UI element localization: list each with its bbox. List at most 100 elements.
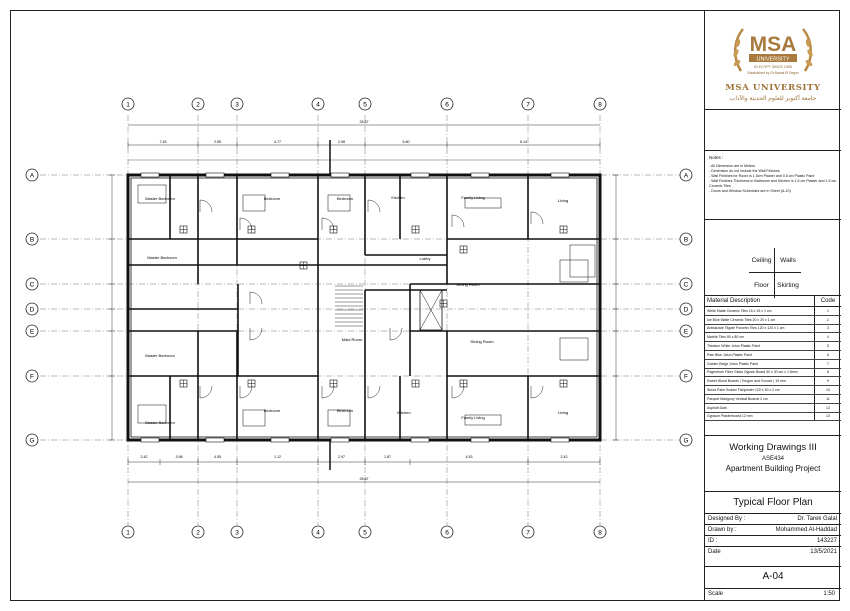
note-line: - Wall Finishes Thickness in Bathroom an… — [709, 179, 837, 188]
material-row: Sweet Wood Boards | Tongue and Groove | … — [705, 376, 841, 387]
bed — [242, 194, 266, 212]
grid-bubble-row — [679, 324, 693, 338]
door-swing — [367, 199, 381, 213]
window — [140, 437, 160, 443]
grid-label-column: 2 — [196, 529, 200, 536]
grid-label-column: 1 — [126, 529, 130, 536]
svg-text:MSA: MSA — [750, 33, 797, 56]
material-code: 8 — [814, 368, 841, 378]
furniture — [569, 244, 596, 278]
window — [550, 437, 570, 443]
window — [205, 437, 225, 443]
window — [550, 172, 570, 178]
finish-tag-icon — [299, 261, 308, 270]
finish-tag-icon — [179, 379, 188, 388]
grid-bubble-column — [521, 97, 535, 111]
grid-bubble-row — [679, 232, 693, 246]
grid-bubble-row — [25, 232, 39, 246]
room-label: Family Living — [461, 195, 484, 200]
grid-bubble-column — [230, 525, 244, 539]
dimension-text: 6.80 — [403, 140, 410, 144]
dimension-text: 1.12 — [274, 455, 281, 459]
grid-label-column: 3 — [235, 529, 239, 536]
grid-label-row: C — [30, 281, 35, 288]
material-description: Parquet Mahgony Vertical Boards 2 cm — [705, 394, 815, 404]
grid-label-column: 1 — [126, 101, 130, 108]
door-swing — [199, 385, 213, 399]
room-label: Living — [558, 198, 568, 203]
grid-bubble-column — [521, 525, 535, 539]
grid-label-row: D — [684, 306, 689, 313]
window — [140, 172, 160, 178]
material-code: 10 — [814, 385, 841, 395]
grid-label-row: A — [30, 172, 35, 179]
exterior-wall-inner-face — [130, 177, 598, 438]
drawn-by-label: Drawn by : — [708, 527, 737, 533]
finish-tag-icon — [411, 379, 420, 388]
material-table: Material Description Code White Matte Ce… — [705, 295, 841, 422]
grid-bubble-column — [593, 525, 607, 539]
bed — [137, 404, 167, 424]
door-swing — [321, 217, 335, 231]
dimension-text-overall: 28.87 — [360, 120, 369, 124]
grid-bubble-column — [593, 97, 607, 111]
legend-ceiling: Ceiling — [749, 248, 775, 273]
sheet-number-block: A-04 — [705, 567, 841, 589]
grid-label-column: 8 — [598, 101, 602, 108]
bed — [327, 194, 351, 212]
grid-label-column: 6 — [445, 101, 449, 108]
finish-tag-icon — [559, 379, 568, 388]
date-row: Date 13/5/2021 — [705, 547, 841, 567]
grid-label-row: F — [30, 373, 34, 380]
grid-bubble-row — [25, 324, 39, 338]
door-swing — [389, 327, 403, 341]
id-value: 143227 — [816, 538, 837, 544]
grid-bubble-row — [25, 277, 39, 291]
door-swing — [239, 217, 253, 231]
room-label: Family Living — [461, 415, 484, 420]
legend-walls: Walls — [775, 248, 801, 273]
room-label: Bedroom — [337, 196, 354, 201]
dimension-text: 4.55 — [214, 455, 221, 459]
dimension-text: 7.45 — [160, 140, 167, 144]
grid-bubble-column — [358, 525, 372, 539]
designed-by-value: Dr. Tarek Galal — [797, 516, 837, 522]
door-swing — [239, 385, 253, 399]
svg-text:IN EGYPT SINCE 1996: IN EGYPT SINCE 1996 — [754, 65, 792, 69]
room-label: Bedroom — [264, 408, 281, 413]
dimension-text: 3.98 — [176, 455, 183, 459]
material-row: White Matte Ceramic Tiles 15 x 15 x 1 cm… — [705, 306, 841, 316]
grid-bubble-column — [311, 97, 325, 111]
scale-label: Scale — [708, 591, 724, 597]
designed-by-row: Designed By : Dr. Tarek Galal — [705, 514, 841, 525]
grid-bubble-column — [230, 97, 244, 111]
finish-tag-icon — [329, 225, 338, 234]
grid-bubble-row — [679, 168, 693, 182]
university-name-arabic: جامعة أكتوبر للعلوم الحديثة والآداب — [729, 96, 817, 102]
material-table-block: Material Description Code White Matte Ce… — [705, 295, 841, 422]
grid-label-column: 4 — [316, 529, 320, 536]
course-code: ASE434 — [761, 456, 785, 462]
grid-bubble-row — [25, 433, 39, 447]
notes-list: - All Dimension are in Meters - Dimensio… — [709, 164, 837, 194]
dimension-text-overall: 28.87 — [360, 477, 369, 481]
msa-logo-icon: MSA UNIVERSITY IN EGYPT SINCE 1996 Estab… — [733, 28, 813, 75]
finish-tag-icon — [459, 245, 468, 254]
finish-tag-icon — [459, 379, 468, 388]
date-value: 13/5/2021 — [810, 549, 837, 555]
grid-bubble-column — [121, 97, 135, 111]
grid-bubble-column — [440, 525, 454, 539]
bed — [327, 409, 351, 427]
window — [270, 172, 290, 178]
grid-bubble-column — [311, 525, 325, 539]
material-row: Antiskuwie Tilgate Porcelin Tiles 120 x … — [705, 324, 841, 334]
note-line: - Wall Finishes for Room is 1.5cm Plaste… — [709, 174, 815, 178]
grid-label-column: 2 — [196, 101, 200, 108]
sofa — [464, 414, 502, 426]
